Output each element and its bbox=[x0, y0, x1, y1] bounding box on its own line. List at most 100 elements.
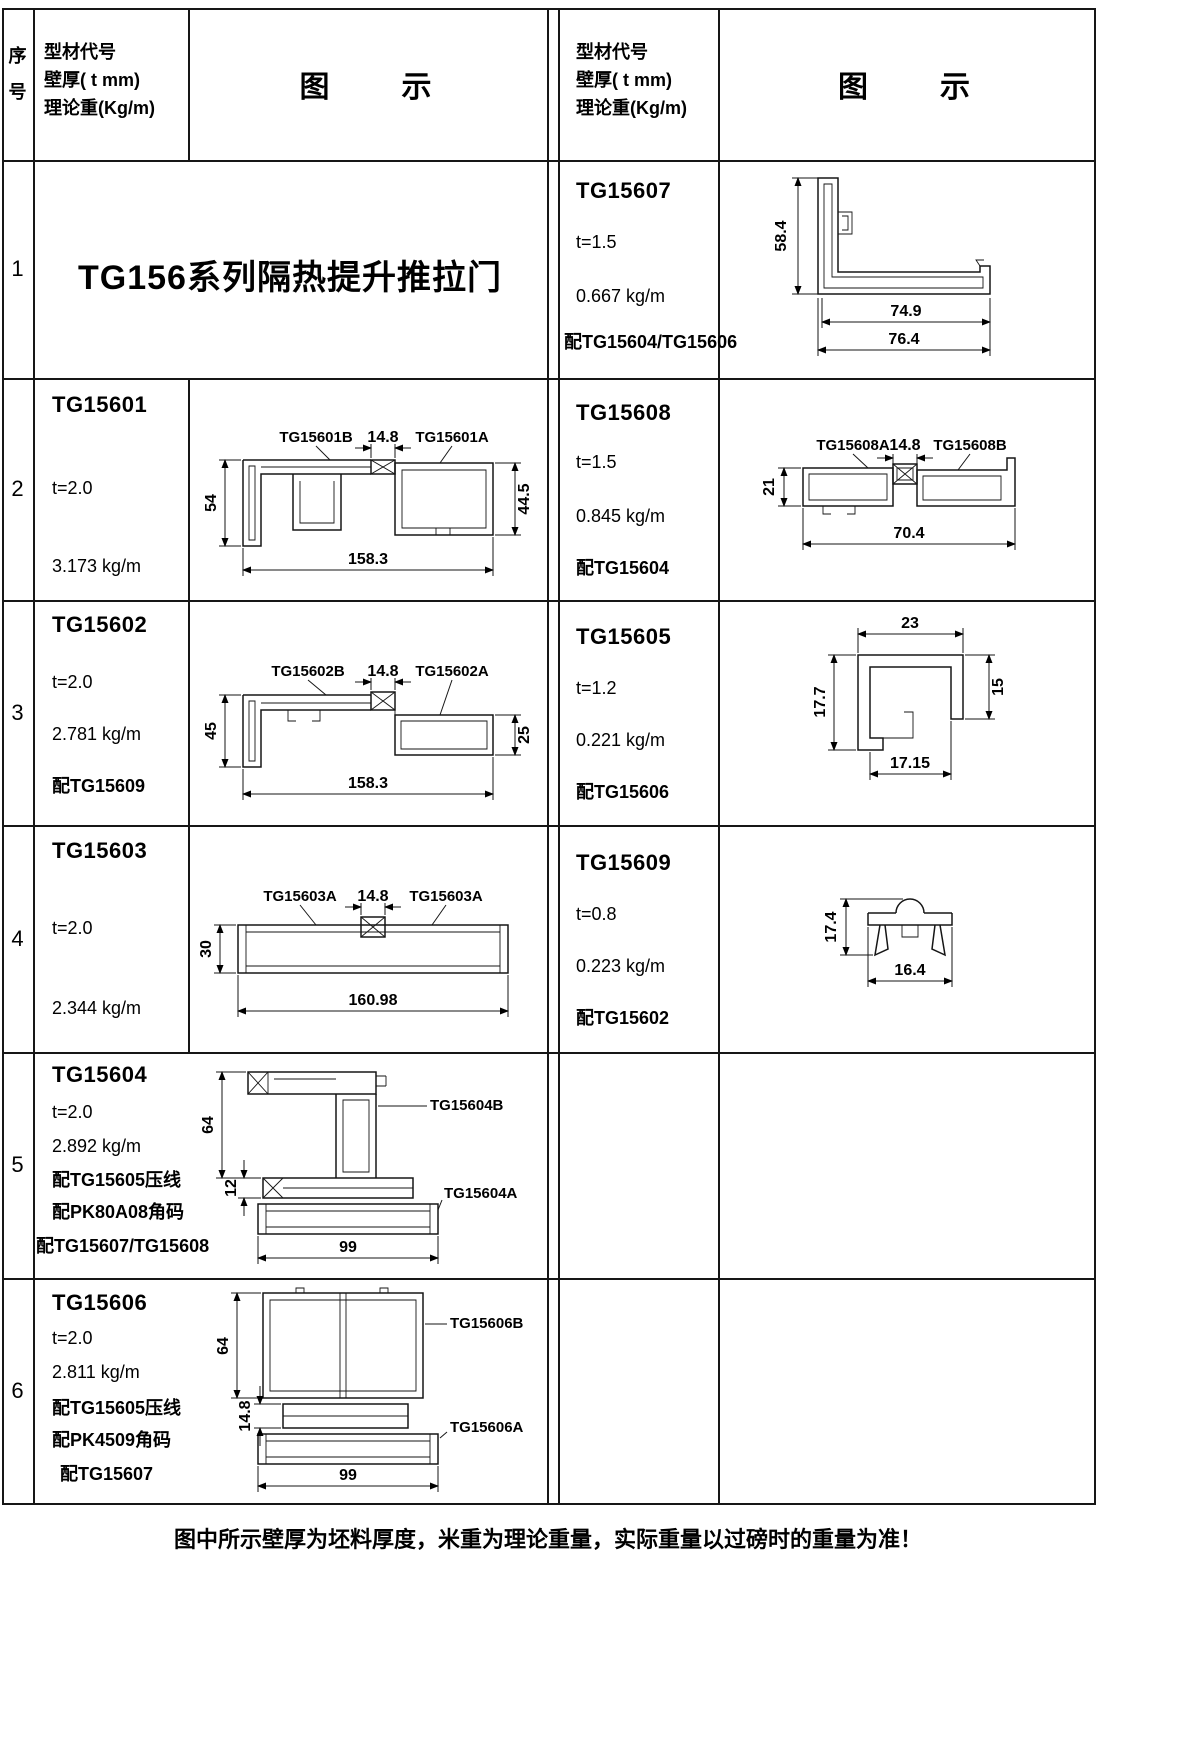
dim-width: 70.4 bbox=[893, 525, 924, 542]
matching-note-3: 配TG15607/TG15608 bbox=[36, 1236, 210, 1256]
row-number-5: 5 bbox=[11, 1152, 24, 1177]
grid-line bbox=[188, 8, 190, 160]
part-label-a: TG15608A bbox=[816, 437, 890, 454]
grid-line bbox=[2, 825, 1096, 827]
part-label-b: TG15606B bbox=[450, 1315, 524, 1332]
profile-code: TG15601 bbox=[52, 392, 148, 417]
grid-line bbox=[1094, 8, 1096, 1505]
dim-height: 64 bbox=[200, 1116, 217, 1134]
dim-gap: 14.8 bbox=[367, 429, 398, 446]
grid-line bbox=[718, 8, 720, 1505]
profile-code: TG15604 bbox=[52, 1062, 148, 1087]
profile-col-header-line1: 型材代号 bbox=[44, 42, 116, 62]
part-label-a: TG15606A bbox=[450, 1419, 524, 1436]
tg15606-drawing: TG15606B TG15606A 64 14.8 99 bbox=[215, 1287, 524, 1492]
seq-header-char1: 序 bbox=[8, 46, 27, 66]
matching-note: 配TG15609 bbox=[52, 776, 146, 796]
theoretical-weight: 2.781 kg/m bbox=[52, 724, 142, 744]
dim-height: 58.4 bbox=[773, 220, 790, 251]
dim-width: 99 bbox=[339, 1239, 357, 1256]
tg15605-drawing: 23 17.7 15 17.15 bbox=[812, 615, 1007, 780]
dim-height: 17.4 bbox=[823, 911, 840, 942]
wall-thickness: t=1.5 bbox=[576, 232, 617, 252]
dim-gap: 14.8 bbox=[357, 888, 388, 905]
wall-thickness: t=0.8 bbox=[576, 904, 617, 924]
tg15604-drawing: TG15604B TG15604A 64 12 99 bbox=[200, 1071, 518, 1264]
tg15602-drawing: TG15602B TG15602A 14.8 45 25 158.3 bbox=[203, 663, 533, 800]
profile-code: TG15606 bbox=[52, 1290, 148, 1315]
dim-height: 21 bbox=[761, 478, 778, 496]
wall-thickness: t=1.5 bbox=[576, 452, 617, 472]
diagram-col-header-left: 图 示 bbox=[299, 71, 436, 104]
dim-height: 30 bbox=[198, 940, 215, 958]
grid-line bbox=[33, 8, 35, 1505]
part-label-a: TG15602A bbox=[415, 663, 489, 680]
grid-line bbox=[2, 160, 1096, 162]
profile-code: TG15608 bbox=[576, 400, 672, 425]
row-number-1: 1 bbox=[11, 256, 24, 281]
matching-note-3: 配TG15607 bbox=[60, 1464, 154, 1484]
dim-gap: 14.8 bbox=[367, 663, 398, 680]
grid-line bbox=[2, 378, 1096, 380]
profile-code: TG15607 bbox=[576, 178, 672, 203]
wall-thickness: t=2.0 bbox=[52, 478, 93, 498]
tg15609-drawing: 17.4 16.4 bbox=[823, 898, 953, 987]
grid-line bbox=[558, 8, 560, 1505]
wall-thickness: t=2.0 bbox=[52, 672, 93, 692]
profile-col-header-right-line2: 壁厚( t mm) bbox=[576, 70, 672, 90]
tg15608-drawing: TG15608A TG15608B 14.8 21 70.4 bbox=[761, 437, 1016, 550]
dim-height-right: 25 bbox=[516, 726, 533, 744]
matching-note: 配TG15604 bbox=[576, 558, 670, 578]
part-label-b: TG15604B bbox=[430, 1097, 504, 1114]
dim-height-right: 15 bbox=[990, 678, 1007, 696]
theoretical-weight: 2.344 kg/m bbox=[52, 998, 142, 1018]
profile-col-header-line2: 壁厚( t mm) bbox=[44, 70, 140, 90]
profile-code: TG15603 bbox=[52, 838, 148, 863]
theoretical-weight: 2.892 kg/m bbox=[52, 1136, 142, 1156]
wall-thickness: t=1.2 bbox=[576, 678, 617, 698]
wall-thickness: t=2.0 bbox=[52, 1328, 93, 1348]
part-label-left: TG15603A bbox=[263, 888, 337, 905]
dim-mid: 12 bbox=[223, 1179, 240, 1197]
diagram-col-header-right: 图 示 bbox=[838, 71, 974, 104]
part-label-b: TG15602B bbox=[271, 663, 345, 680]
theoretical-weight: 0.845 kg/m bbox=[576, 506, 666, 526]
profile-code: TG15609 bbox=[576, 850, 672, 875]
part-label-b: TG15608B bbox=[933, 437, 1007, 454]
part-label-a: TG15601A bbox=[415, 429, 489, 446]
profile-col-header-right-line1: 型材代号 bbox=[576, 42, 648, 62]
theoretical-weight: 0.223 kg/m bbox=[576, 956, 666, 976]
seq-header-char2: 号 bbox=[8, 82, 27, 102]
tg15603-drawing: TG15603A TG15603A 14.8 30 160.98 bbox=[198, 888, 509, 1017]
grid-line bbox=[2, 1278, 1096, 1280]
profile-code: TG15605 bbox=[576, 624, 672, 649]
dim-width: 16.4 bbox=[894, 962, 925, 979]
dim-width: 99 bbox=[339, 1467, 357, 1484]
tg15601-drawing: TG15601B TG15601A 14.8 54 44.5 158.3 bbox=[203, 429, 533, 576]
grid-line bbox=[2, 600, 1096, 602]
dim-height-left: 17.7 bbox=[812, 686, 829, 717]
grid-line bbox=[2, 1052, 1096, 1054]
dim-width-inner: 74.9 bbox=[890, 303, 921, 320]
theoretical-weight: 0.221 kg/m bbox=[576, 730, 666, 750]
dim-height-right: 44.5 bbox=[516, 483, 533, 514]
profile-code: TG15602 bbox=[52, 612, 148, 637]
dim-height-left: 45 bbox=[203, 722, 220, 740]
profile-col-header-line3: 理论重(Kg/m) bbox=[44, 98, 155, 118]
dim-mid: 14.8 bbox=[237, 1400, 254, 1431]
matching-note-2: 配PK4509角码 bbox=[52, 1430, 172, 1450]
matching-note: 配TG15604/TG15606 bbox=[564, 332, 738, 352]
grid-line bbox=[2, 8, 1096, 10]
matching-note-1: 配TG15605压线 bbox=[52, 1398, 182, 1418]
part-label-a: TG15604A bbox=[444, 1185, 518, 1202]
part-label-b: TG15601B bbox=[279, 429, 353, 446]
wall-thickness: t=2.0 bbox=[52, 1102, 93, 1122]
theoretical-weight: 2.811 kg/m bbox=[52, 1362, 140, 1382]
dim-width-bottom: 17.15 bbox=[890, 755, 930, 772]
dim-width-top: 23 bbox=[901, 615, 919, 632]
matching-note-1: 配TG15605压线 bbox=[52, 1170, 182, 1190]
tg15607-drawing: 58.4 74.9 76.4 bbox=[773, 177, 991, 356]
grid-line bbox=[188, 378, 190, 1052]
grid-line bbox=[547, 8, 549, 1505]
dim-height-left: 54 bbox=[203, 494, 220, 512]
